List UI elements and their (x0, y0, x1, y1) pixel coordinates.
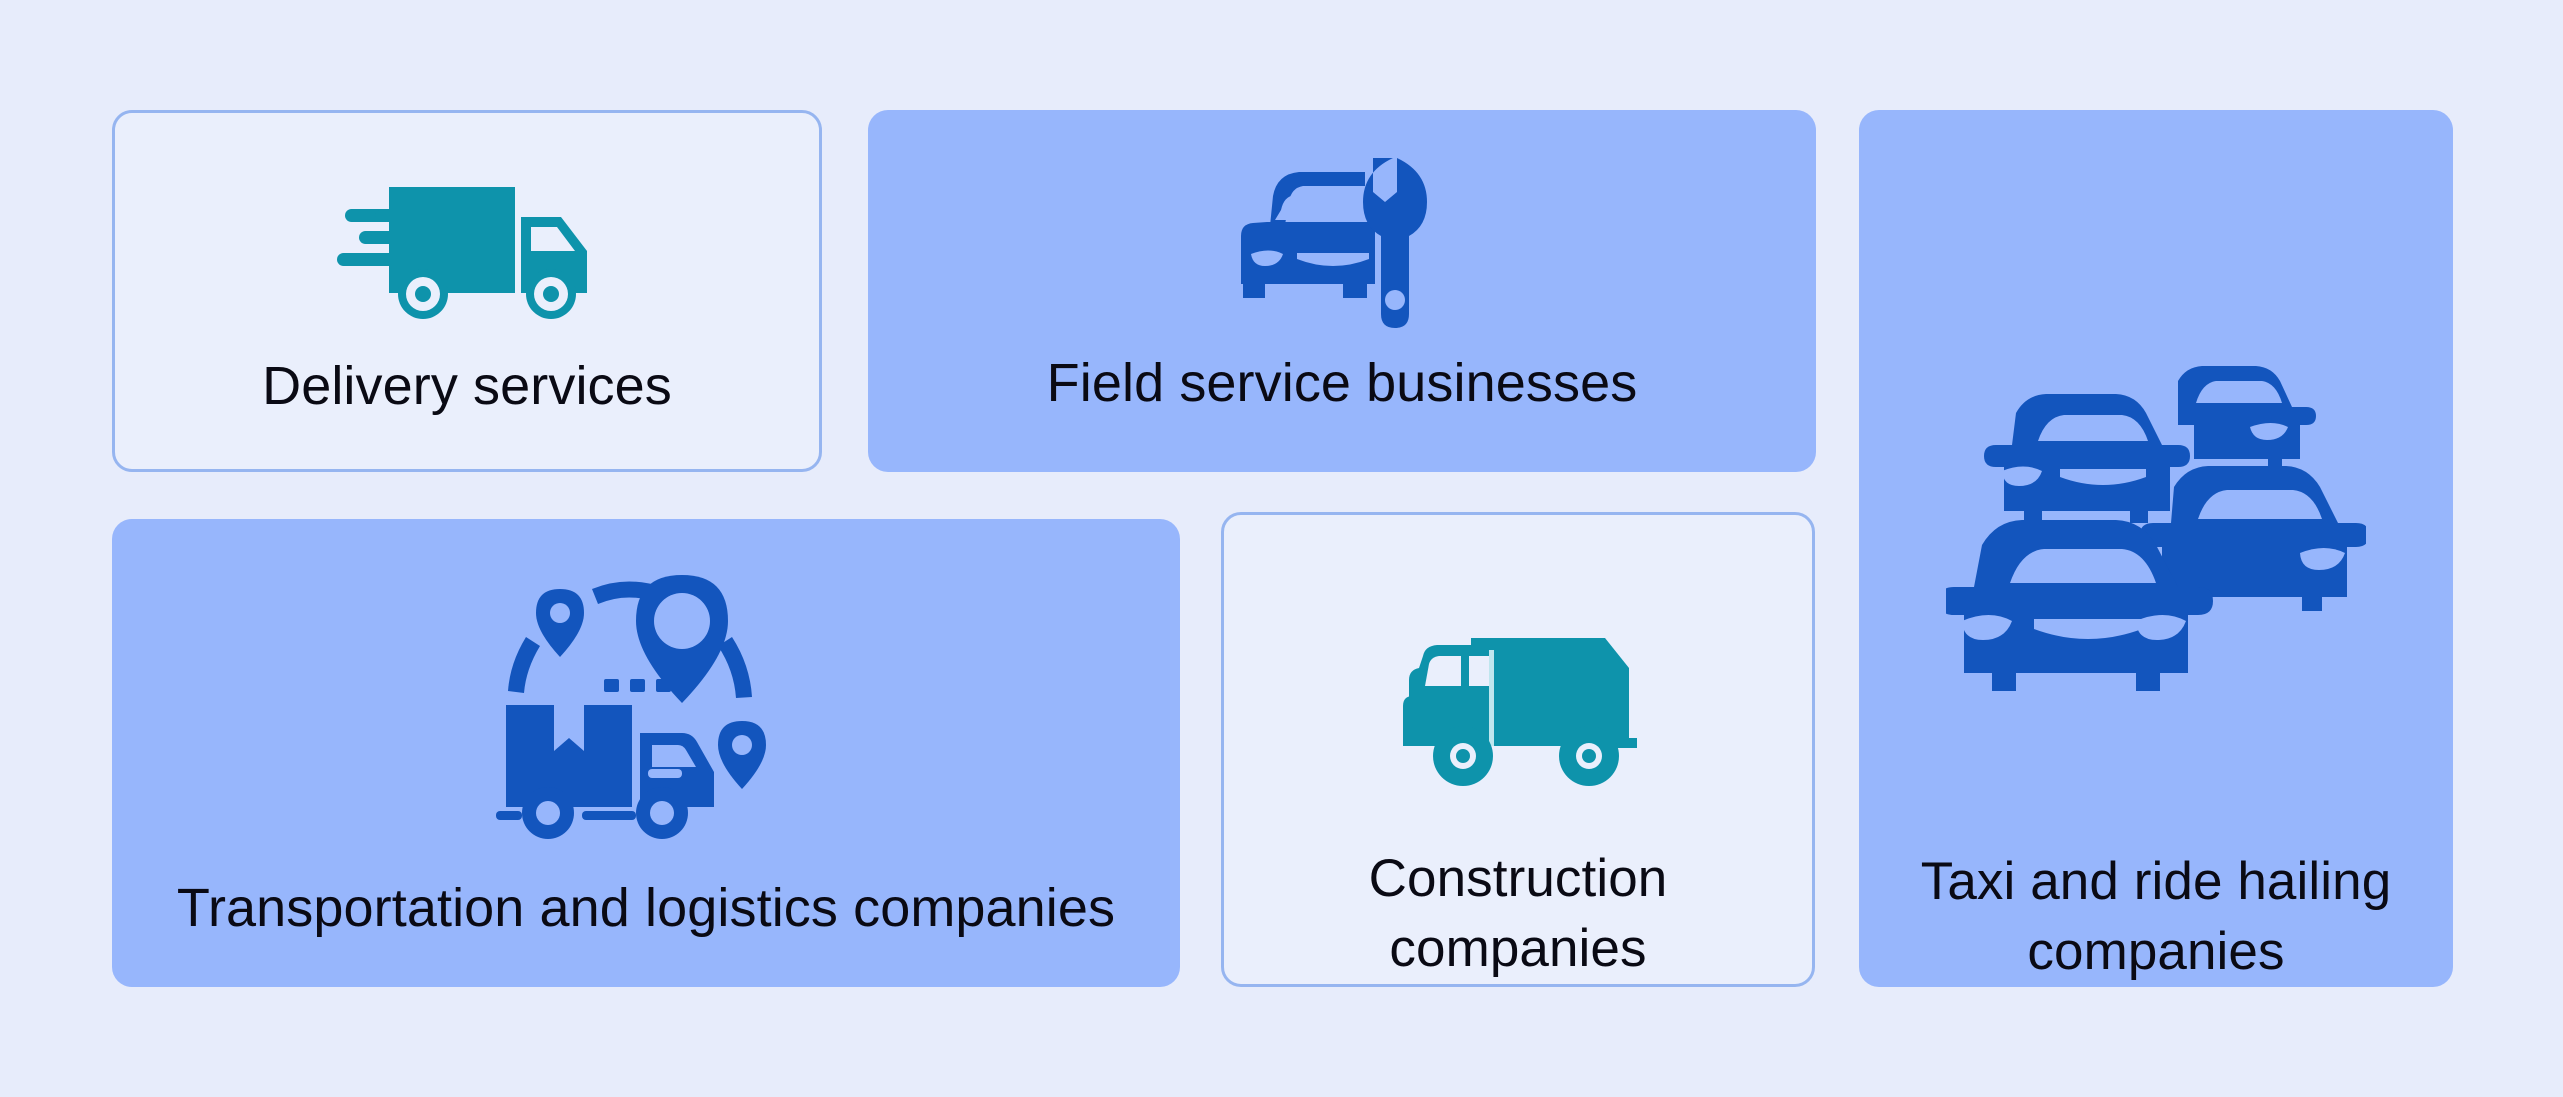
logistics-route-truck-icon (112, 519, 1180, 865)
dump-truck-icon (1224, 515, 1812, 836)
card-construction-companies-label: Construction companies (1368, 849, 1668, 979)
card-taxi-ride-hailing[interactable]: Taxi and ride hailing companies (1859, 110, 2453, 987)
delivery-truck-icon (115, 113, 819, 345)
traffic-cars-icon (1859, 110, 2453, 837)
card-transportation-logistics-label: Transportation and logistics companies (176, 878, 1116, 938)
card-delivery-services[interactable]: Delivery services (112, 110, 822, 472)
card-transportation-logistics[interactable]: Transportation and logistics companies (112, 519, 1180, 987)
card-taxi-ride-hailing-label: Taxi and ride hailing companies (1920, 852, 2392, 982)
card-construction-companies[interactable]: Construction companies (1221, 512, 1815, 987)
card-field-service-businesses[interactable]: Field service businesses (868, 110, 1816, 472)
card-delivery-services-label: Delivery services (262, 356, 672, 416)
car-wrench-icon (868, 110, 1816, 344)
card-field-service-businesses-label: Field service businesses (1046, 353, 1638, 413)
